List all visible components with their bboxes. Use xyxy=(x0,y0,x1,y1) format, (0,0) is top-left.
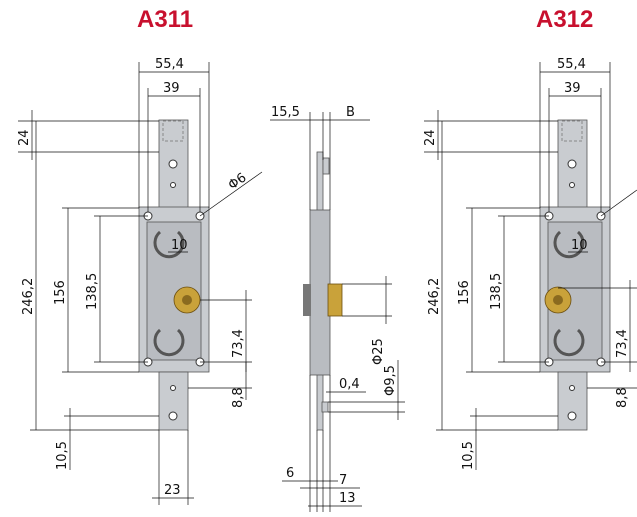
dims-a312: 55,4 39 24 246,2 156 138,5 10 73,4 8,8 1… xyxy=(423,57,637,470)
lock-front-a312 xyxy=(539,119,611,431)
title-a312: A312 xyxy=(536,6,594,33)
side-bolt xyxy=(321,401,329,413)
strike-dash xyxy=(162,120,184,142)
lock-side-view xyxy=(303,151,343,431)
side-lug xyxy=(322,157,330,175)
dim-phi25: Φ25 xyxy=(371,338,386,365)
dim-0-4: 0,4 xyxy=(339,377,360,392)
dim-8-8: 8,8 xyxy=(231,387,246,408)
dim-15-5: 15,5 xyxy=(271,105,300,120)
tab-hole xyxy=(168,159,178,169)
cam-upper xyxy=(153,230,185,259)
dim-10-5: 10,5 xyxy=(55,441,70,470)
dim-13: 13 xyxy=(339,491,356,506)
lock-front-a311 xyxy=(138,119,210,431)
dim-height: 246,2 xyxy=(427,278,442,315)
dim-8-8: 8,8 xyxy=(615,387,630,408)
cylinder-core xyxy=(182,295,192,305)
dim-156: 156 xyxy=(53,280,68,305)
side-cylinder xyxy=(327,283,343,317)
dim-top: 24 xyxy=(17,129,32,146)
dim-width-outer: 55,4 xyxy=(155,57,184,72)
dim-6: 6 xyxy=(286,466,294,481)
dims-side: 15,5 B Φ25 0,4 Φ9,5 6 7 13 xyxy=(270,105,405,512)
dims-a311: 55,4 39 24 246,2 156 138,5 Φ6 10 xyxy=(17,57,263,505)
dim-phi9-5: Φ9,5 xyxy=(383,365,398,396)
dim-width-inner: 39 xyxy=(564,81,581,96)
tab-hole xyxy=(168,411,178,421)
side-body xyxy=(309,209,331,376)
dim-width-outer: 55,4 xyxy=(557,57,586,72)
dim-23: 23 xyxy=(164,483,181,498)
dim-width-inner: 39 xyxy=(163,81,180,96)
tab-hole xyxy=(170,385,176,391)
side-knob xyxy=(303,284,311,316)
dim-10: 10 xyxy=(571,238,588,253)
dim-phi6: Φ6 xyxy=(226,170,250,193)
dim-b: B xyxy=(346,105,355,120)
dim-10-5: 10,5 xyxy=(461,441,476,470)
dim-10: 10 xyxy=(171,238,188,253)
dim-top: 24 xyxy=(423,129,438,146)
dim-7: 7 xyxy=(339,473,347,488)
cam-lower xyxy=(153,328,185,357)
dim-138: 138,5 xyxy=(85,273,100,310)
tab-hole xyxy=(170,182,176,188)
dim-138: 138,5 xyxy=(489,273,504,310)
dim-73-4: 73,4 xyxy=(231,329,246,358)
dim-73-4: 73,4 xyxy=(615,329,630,358)
dim-height: 246,2 xyxy=(21,278,36,315)
dim-156: 156 xyxy=(457,280,472,305)
title-a311: A311 xyxy=(137,6,194,33)
bottom-tab xyxy=(158,371,189,431)
